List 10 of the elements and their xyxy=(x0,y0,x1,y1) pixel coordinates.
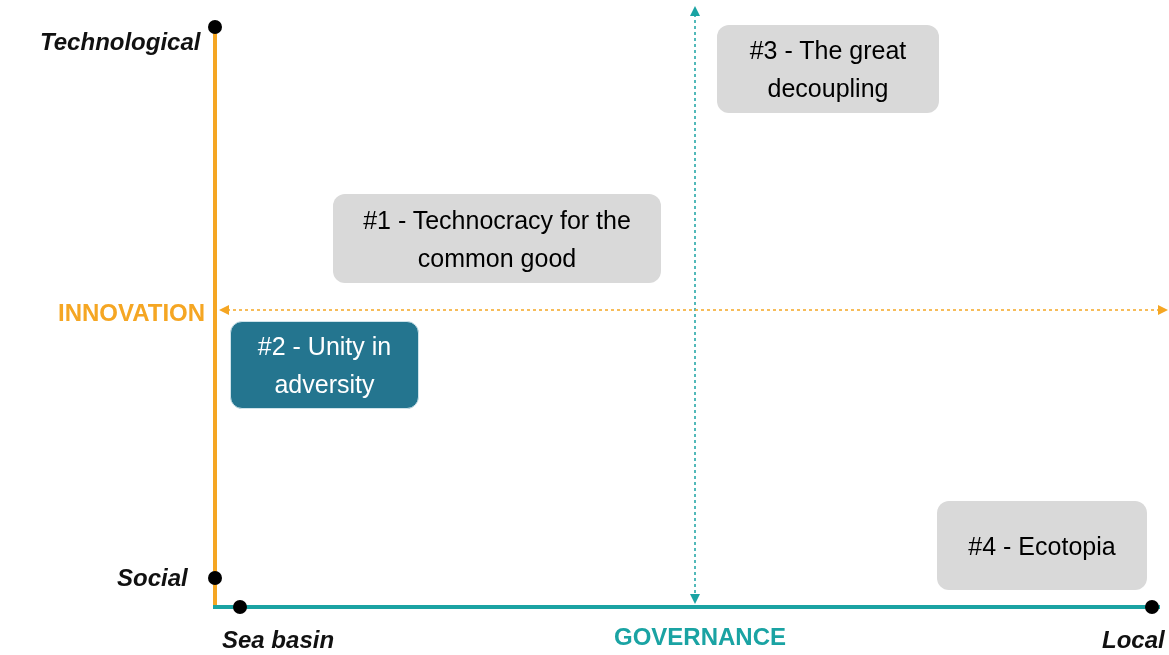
scenario-box: #2 - Unity in adversity xyxy=(230,321,419,409)
axis-end-label: Technological xyxy=(40,27,201,57)
scenario-box: #4 - Ecotopia xyxy=(937,501,1147,590)
axis-title: GOVERNANCE xyxy=(614,622,787,652)
axis-end-label: Sea basin xyxy=(222,625,335,655)
scenario-box: #1 - Technocracy for the common good xyxy=(333,194,661,283)
axis-end-label: Local xyxy=(1102,625,1165,655)
scenario-box: #3 - The great decoupling xyxy=(717,25,939,113)
axis-end-label: Social xyxy=(117,563,188,593)
axis-title: INNOVATION xyxy=(58,298,206,328)
